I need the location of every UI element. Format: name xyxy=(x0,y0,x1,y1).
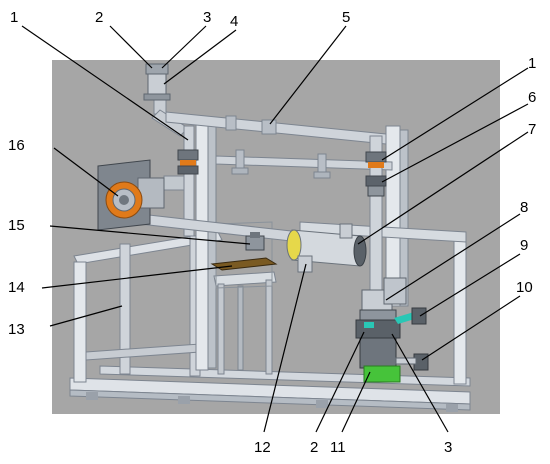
callout-2a: 2 xyxy=(95,9,103,26)
callout-16: 16 xyxy=(8,137,25,154)
top-valve xyxy=(143,63,171,101)
flow-sensor-left xyxy=(177,149,199,175)
leader-11 xyxy=(341,371,371,433)
callout-11: 11 xyxy=(330,439,346,456)
leader-16 xyxy=(53,147,119,197)
callout-3b: 3 xyxy=(444,439,452,456)
leader-8 xyxy=(385,213,521,301)
callout-2b: 2 xyxy=(310,439,318,456)
callout-1b: 1 xyxy=(528,55,536,72)
leader-3b xyxy=(391,333,449,433)
callout-13: 13 xyxy=(8,321,25,338)
leader-6 xyxy=(381,103,529,183)
callout-6: 6 xyxy=(528,89,536,106)
leader-7 xyxy=(357,131,529,245)
callout-5: 5 xyxy=(342,9,350,26)
left-stand xyxy=(73,231,223,383)
callout-7: 7 xyxy=(528,121,536,138)
sensor-block xyxy=(245,232,265,251)
pump-assembly xyxy=(97,159,165,231)
callout-12: 12 xyxy=(254,439,271,456)
tank-assembly xyxy=(355,277,429,383)
leader-lines xyxy=(21,25,529,433)
leader-14 xyxy=(41,265,233,289)
leader-1b xyxy=(381,67,529,161)
leader-12 xyxy=(263,263,307,433)
callout-3a: 3 xyxy=(203,9,211,26)
callout-10: 10 xyxy=(516,279,533,296)
leader-4 xyxy=(163,29,237,85)
leader-2b xyxy=(315,331,365,433)
callout-labels: 1 2 3 4 5 1 6 7 16 8 15 9 14 10 13 12 2 … xyxy=(8,9,536,456)
callout-8: 8 xyxy=(520,199,528,216)
leader-2a xyxy=(109,25,153,69)
heat-exchanger xyxy=(286,223,367,273)
flow-sensor-right xyxy=(365,151,387,197)
middle-table xyxy=(213,221,277,375)
leader-5 xyxy=(269,25,347,125)
leader-10 xyxy=(421,295,521,361)
callout-1a: 1 xyxy=(10,9,18,26)
leader-9 xyxy=(419,253,521,317)
leader-1a xyxy=(21,25,189,141)
callout-14: 14 xyxy=(8,279,25,296)
leader-15 xyxy=(49,225,251,245)
callout-4: 4 xyxy=(230,13,238,30)
leader-13 xyxy=(49,305,123,327)
callout-9: 9 xyxy=(520,237,528,254)
leader-3a xyxy=(161,25,207,69)
callout-15: 15 xyxy=(8,217,25,234)
